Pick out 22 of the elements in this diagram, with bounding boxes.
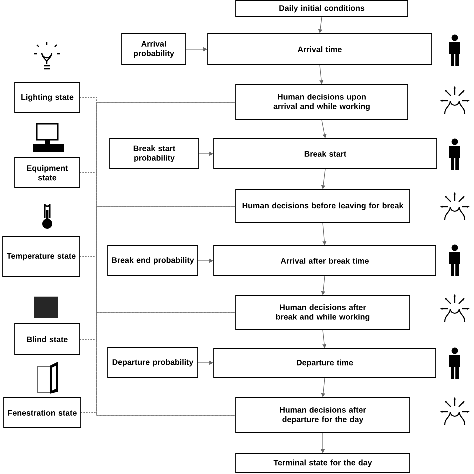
state-box: Lighting state [14,82,80,114]
probability-box: Arrival probability [122,34,186,66]
flow-box: Arrival after break time [214,246,436,276]
decision-box: Human decisions before leaving for break [236,190,410,224]
dotted-connector [81,412,236,416]
state-box: Temperature state [2,236,80,278]
decision-box: Human decisions after break and while working [236,296,410,330]
flow-box: Arrival time [208,34,432,66]
probability-box: Departure probability [108,348,198,378]
state-box: Equipment state [14,158,80,188]
dotted-connector [80,339,236,416]
probability-box: Break end probability [108,246,198,276]
flow-box: Terminal state for the day [236,454,410,474]
state-box: Blind state [14,324,80,356]
probability-box: Break start probability [110,138,200,170]
decision-box: Human decisions after departure for the day [236,398,410,434]
flow-box: Break start [214,138,438,170]
state-box: Fenestration state [4,398,82,428]
flow-box: Departure time [214,348,436,378]
decision-box: Human decisions upon arrival and while working [236,84,408,120]
dotted-connector [80,172,236,416]
flow-box: Daily initial conditions [236,0,408,18]
